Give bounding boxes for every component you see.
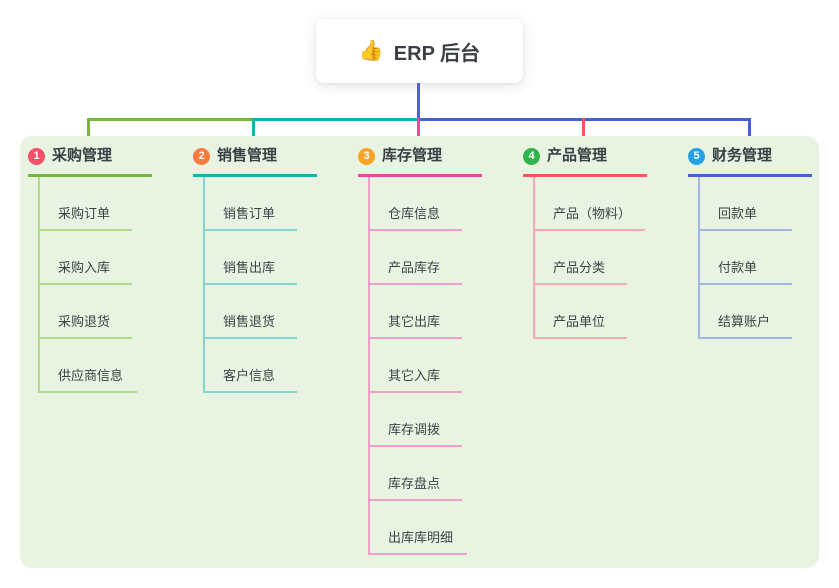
branch-header-purchase[interactable]: 1 采购管理 (28, 143, 152, 177)
branch-children: 销售订单 销售出库 销售退货 客户信息 (203, 177, 353, 393)
branch-item[interactable]: 采购入库 (40, 231, 132, 285)
branch-number-badge: 2 (193, 147, 210, 165)
branch-purchase: 1 采购管理 采购订单 采购入库 采购退货 供应商信息 (28, 143, 188, 393)
branch-item[interactable]: 销售出库 (205, 231, 297, 285)
bus-segment-sales (253, 118, 418, 121)
drop-line-sales (252, 118, 255, 146)
branch-item[interactable]: 回款单 (700, 177, 792, 231)
branch-item[interactable]: 付款单 (700, 231, 792, 285)
branch-item-label: 库存盘点 (388, 476, 441, 491)
branch-item-label: 结算账户 (718, 314, 771, 329)
branch-item[interactable]: 出库库明细 (370, 501, 468, 555)
branch-header-finance[interactable]: 5 财务管理 (688, 143, 812, 177)
branch-item[interactable]: 产品分类 (535, 231, 627, 285)
branch-item[interactable]: 库存盘点 (370, 447, 462, 501)
branch-item-label: 销售退货 (223, 314, 276, 329)
branch-item-label: 供应商信息 (58, 368, 124, 383)
branch-item[interactable]: 库存调拨 (370, 393, 462, 447)
branch-sales: 2 销售管理 销售订单 销售出库 销售退货 客户信息 (193, 143, 353, 393)
branch-children: 仓库信息 产品库存 其它出库 其它入库 库存调拨 库存盘点 出库库明细 (368, 177, 518, 555)
branch-item-label: 回款单 (718, 206, 758, 221)
branch-header-product[interactable]: 4 产品管理 (523, 143, 647, 177)
branch-item[interactable]: 其它入库 (370, 339, 462, 393)
root-connector-line (417, 83, 420, 121)
branch-item[interactable]: 产品单位 (535, 285, 627, 339)
branch-title: 库存管理 (382, 147, 443, 164)
branch-item-label: 付款单 (718, 260, 758, 275)
branch-item[interactable]: 采购订单 (40, 177, 132, 231)
drop-line-purchase (87, 118, 90, 146)
branch-title: 财务管理 (712, 147, 773, 164)
thumbs-up-icon: 👍 (358, 40, 384, 62)
branch-item-label: 产品库存 (388, 260, 441, 275)
branch-item[interactable]: 产品（物料） (535, 177, 646, 231)
branch-item[interactable]: 产品库存 (370, 231, 462, 285)
branch-item-label: 产品分类 (553, 260, 606, 275)
branch-item-label: 产品单位 (553, 314, 606, 329)
drop-line-inventory (417, 118, 420, 146)
branch-item[interactable]: 仓库信息 (370, 177, 462, 231)
branch-finance: 5 财务管理 回款单 付款单 结算账户 (688, 143, 839, 339)
branch-item-label: 销售出库 (223, 260, 276, 275)
branch-children: 回款单 付款单 结算账户 (698, 177, 839, 339)
branch-title: 销售管理 (217, 147, 278, 164)
branch-item[interactable]: 供应商信息 (40, 339, 138, 393)
branch-product: 4 产品管理 产品（物料） 产品分类 产品单位 (523, 143, 683, 339)
branch-header-sales[interactable]: 2 销售管理 (193, 143, 317, 177)
branch-item-label: 产品（物料） (553, 206, 632, 221)
branch-number-badge: 1 (28, 147, 45, 165)
root-node[interactable]: 👍 ERP 后台 (316, 19, 523, 83)
branch-item-label: 客户信息 (223, 368, 276, 383)
branch-header-inventory[interactable]: 3 库存管理 (358, 143, 482, 177)
branch-item-label: 出库库明细 (388, 530, 454, 545)
drop-line-finance (748, 118, 751, 146)
branches-panel (20, 136, 819, 568)
branch-title: 采购管理 (52, 147, 113, 164)
branch-item-label: 采购退货 (58, 314, 111, 329)
branch-number-badge: 5 (688, 147, 705, 165)
root-title: ERP 后台 (393, 42, 481, 65)
bus-segment-purchase (87, 118, 253, 121)
branch-item-label: 采购入库 (58, 260, 111, 275)
branch-title: 产品管理 (547, 147, 608, 164)
branch-item[interactable]: 其它出库 (370, 285, 462, 339)
branch-item-label: 销售订单 (223, 206, 276, 221)
branch-item-label: 仓库信息 (388, 206, 441, 221)
branch-item[interactable]: 销售订单 (205, 177, 297, 231)
branch-number-badge: 3 (358, 147, 375, 165)
branch-children: 采购订单 采购入库 采购退货 供应商信息 (38, 177, 188, 393)
branch-item[interactable]: 结算账户 (700, 285, 792, 339)
branch-number-badge: 4 (523, 147, 540, 165)
drop-line-product (582, 118, 585, 146)
branch-item-label: 其它入库 (388, 368, 441, 383)
branch-item[interactable]: 销售退货 (205, 285, 297, 339)
branch-item-label: 库存调拨 (388, 422, 441, 437)
branch-item[interactable]: 客户信息 (205, 339, 297, 393)
branch-children: 产品（物料） 产品分类 产品单位 (533, 177, 683, 339)
branch-inventory: 3 库存管理 仓库信息 产品库存 其它出库 其它入库 库存调拨 库存盘点 出库库… (358, 143, 518, 555)
branch-item-label: 采购订单 (58, 206, 111, 221)
branch-item-label: 其它出库 (388, 314, 441, 329)
branch-item[interactable]: 采购退货 (40, 285, 132, 339)
